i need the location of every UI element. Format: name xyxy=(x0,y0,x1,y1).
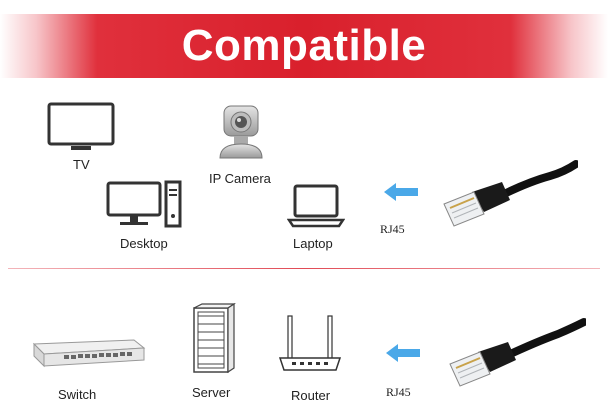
rj45-cable-top xyxy=(438,152,578,236)
ip-camera-icon xyxy=(219,105,263,159)
rj45-plug-icon xyxy=(449,318,586,387)
router-device xyxy=(278,314,342,376)
desktop-icon xyxy=(106,180,182,228)
banner-title: Compatible xyxy=(181,21,427,70)
rj45-label-top: RJ45 xyxy=(380,222,405,236)
ip-camera-device xyxy=(214,100,268,160)
rj45-cable-bottom xyxy=(446,312,586,396)
server-label: Server xyxy=(192,385,231,400)
rj45-label-bottom: RJ45 xyxy=(386,385,411,399)
server-rack-icon xyxy=(193,302,236,374)
laptop-label: Laptop xyxy=(293,236,333,251)
section-divider xyxy=(8,268,600,269)
switch-label: Switch xyxy=(58,387,97,402)
desktop-label: Desktop xyxy=(120,236,168,251)
network-switch-icon xyxy=(32,339,146,368)
server-device xyxy=(190,302,236,376)
tv-icon xyxy=(47,102,115,150)
laptop-device xyxy=(287,184,345,228)
desktop-device xyxy=(106,180,182,228)
laptop-icon xyxy=(287,184,345,228)
router-label: Router xyxy=(291,388,331,403)
arrow-icon-bottom xyxy=(386,343,420,363)
switch-device xyxy=(30,334,148,368)
arrow-icon-top xyxy=(384,182,418,202)
ip-camera-label: IP Camera xyxy=(209,171,271,186)
tv-device xyxy=(46,102,116,152)
banner: Compatible xyxy=(0,14,608,78)
tv-label: TV xyxy=(73,157,90,172)
router-icon xyxy=(278,315,342,371)
rj45-plug-icon xyxy=(443,160,578,227)
